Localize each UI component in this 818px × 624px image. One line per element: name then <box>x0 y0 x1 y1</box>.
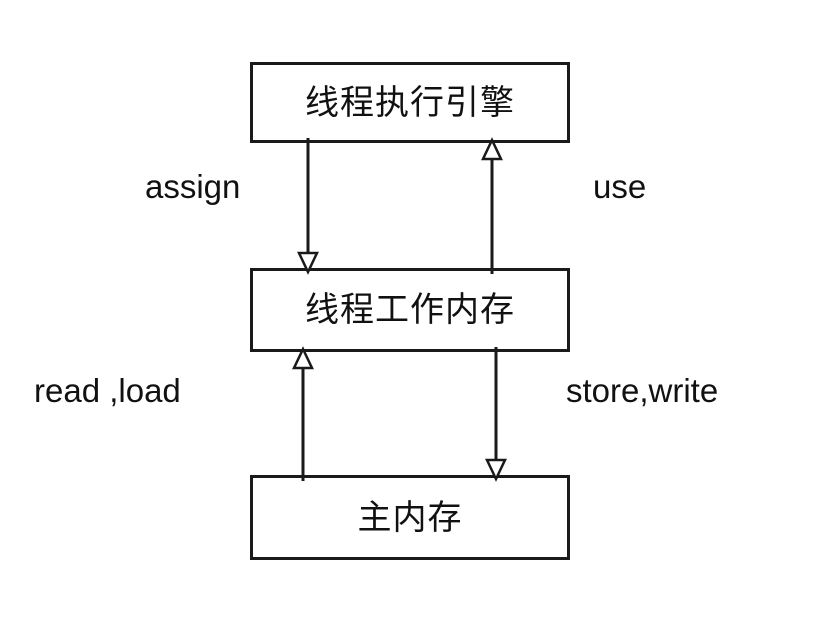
node-label-main-memory: 主内存 <box>357 498 463 537</box>
edge-label-assign: assign <box>145 168 241 205</box>
node-label-thread-working-memory: 线程工作内存 <box>305 291 515 329</box>
arrow-read-load-up-icon <box>292 346 314 481</box>
arrow-store-write-down-icon <box>485 347 507 482</box>
node-thread-execution-engine: 线程执行引擎 <box>250 62 570 143</box>
node-label-thread-execution-engine: 线程执行引擎 <box>305 83 515 122</box>
arrow-assign-down-icon <box>297 138 319 275</box>
edge-label-store-write: store,write <box>566 372 719 409</box>
node-thread-working-memory: 线程工作内存 <box>250 268 570 352</box>
node-main-memory: 主内存 <box>250 475 570 560</box>
arrow-use-up-icon <box>481 137 503 274</box>
edge-label-read-load: read ,load <box>34 372 181 409</box>
edge-label-use: use <box>593 168 647 205</box>
